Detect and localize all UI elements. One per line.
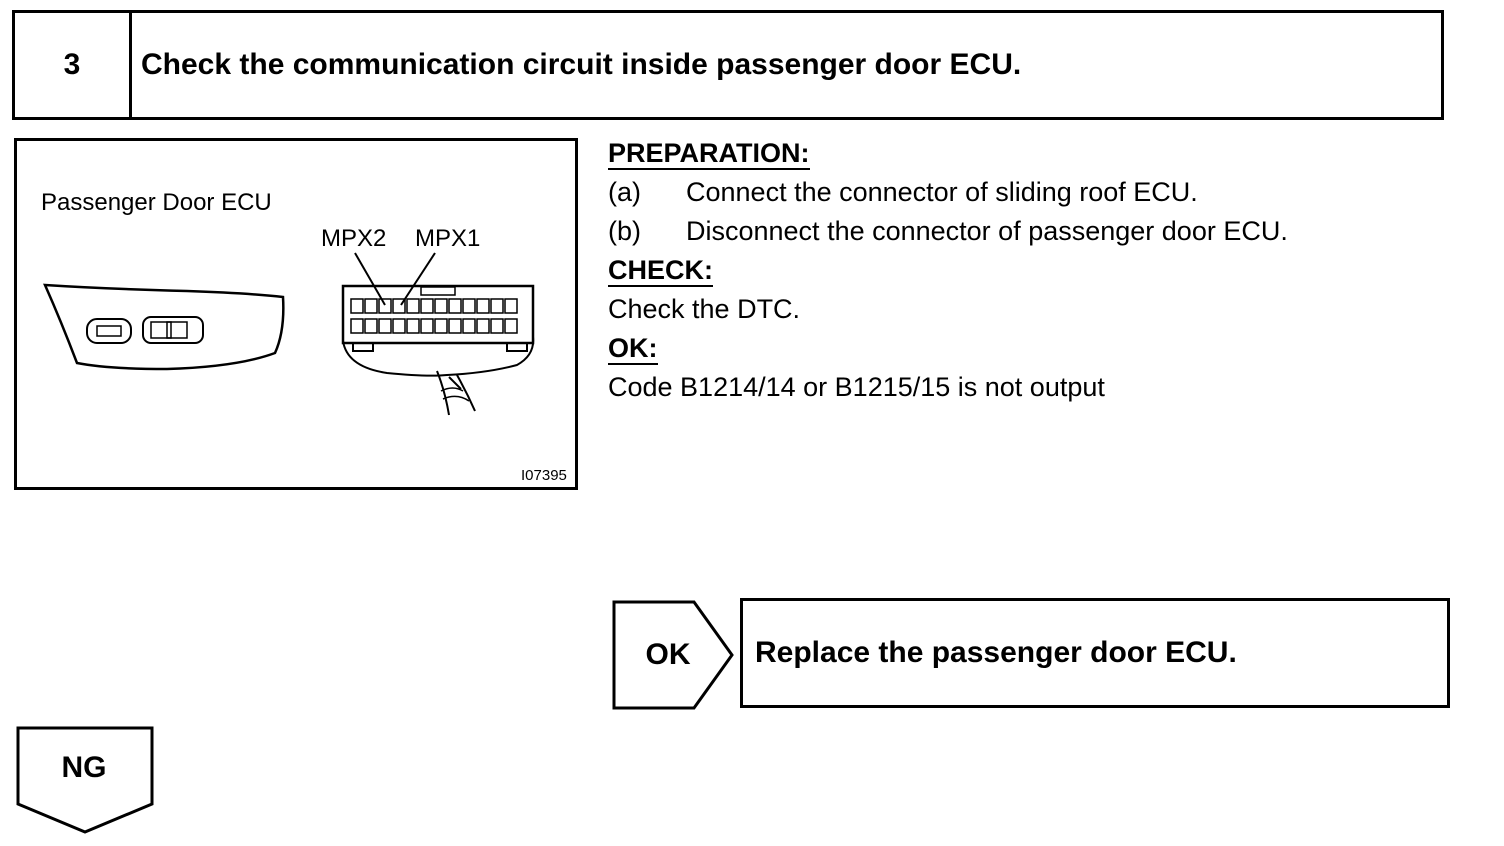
ok-action-box: Replace the passenger door ECU. [740,598,1450,708]
instructions: PREPARATION: (a) Connect the connector o… [608,134,1488,407]
mpx1-label: MPX1 [415,225,481,252]
mpx2-leader [354,252,386,306]
preparation-step: (a) Connect the connector of sliding roo… [608,173,1488,212]
ng-arrow-icon [16,726,154,834]
connector-pin [448,298,462,314]
connector-pin [406,298,420,314]
connector-pin [434,298,448,314]
ok-criteria-text: Code B1214/14 or B1215/15 is not output [608,372,1105,402]
connector-pin [392,298,406,314]
door-panel-outline [43,283,285,371]
step-tag: (a) [608,177,641,207]
connector-pin [364,298,378,314]
connector-pin [476,298,490,314]
connector-pin [490,318,504,334]
window-switch [142,316,204,344]
connector-pin [504,298,518,314]
connector-pin [378,318,392,334]
check-heading: CHECK: [608,255,713,287]
connector-pin [420,298,434,314]
connector-pin [406,318,420,334]
ecu-illustration: Passenger Door ECU MPX2 MPX1 I07395 [14,138,578,490]
figure-caption: Passenger Door ECU [41,189,272,216]
ecu-drawing [43,252,535,416]
connector-pin [392,318,406,334]
preparation-heading: PREPARATION: [608,138,810,170]
figure-id: I07395 [521,467,567,484]
mpx2-label: MPX2 [321,225,387,252]
connector-pin [504,318,518,334]
ok-action-text: Replace the passenger door ECU. [755,636,1237,669]
connector-pin [448,318,462,334]
connector-pin [350,298,364,314]
preparation-step: (b) Disconnect the connector of passenge… [608,212,1488,251]
step-text: Connect the connector of sliding roof EC… [686,177,1198,207]
connector-pin [434,318,448,334]
step-header: 3 Check the communication circuit inside… [12,10,1444,120]
step-text: Disconnect the connector of passenger do… [686,216,1288,246]
connector-pin [476,318,490,334]
ok-arrow-icon [612,600,734,710]
step-number: 3 [15,13,132,117]
connector-pin [350,318,364,334]
connector-pin [364,318,378,334]
check-text: Check the DTC. [608,294,801,324]
connector-pin [462,298,476,314]
ecu-connector [341,284,535,416]
ok-label: OK [645,638,691,671]
connector-pin [378,298,392,314]
connector-pin [462,318,476,334]
lock-switch [86,318,132,344]
ok-heading: OK: [608,333,658,365]
step-tag: (b) [608,216,641,246]
connector-pin [490,298,504,314]
ng-label: NG [61,751,107,784]
connector-pin [420,318,434,334]
step-title: Check the communication circuit inside p… [141,48,1022,81]
mpx1-leader [400,252,436,306]
